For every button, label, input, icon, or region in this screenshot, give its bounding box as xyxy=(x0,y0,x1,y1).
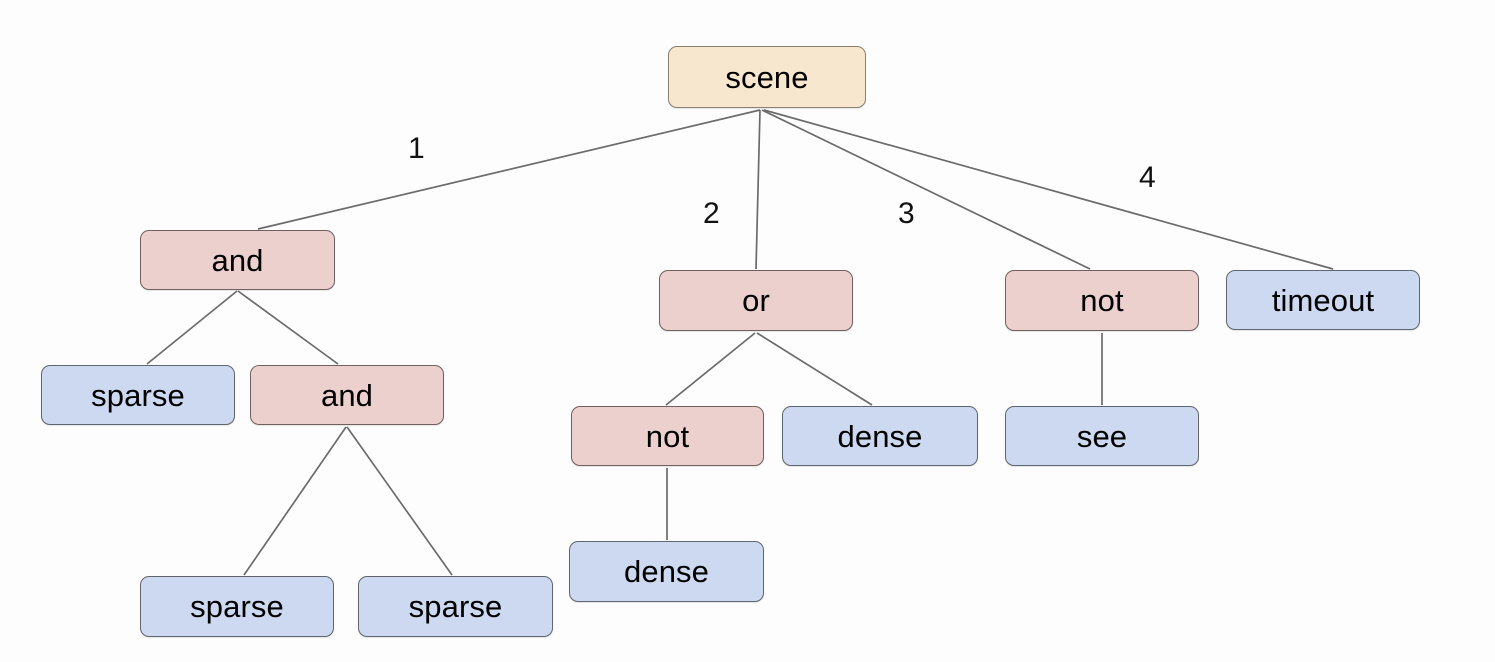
tree-node-timeout1[interactable]: timeout xyxy=(1226,270,1420,330)
tree-node-label: and xyxy=(211,242,264,278)
tree-node-sparse1[interactable]: sparse xyxy=(41,365,235,425)
tree-node-label: sparse xyxy=(190,589,284,624)
tree-node-and2[interactable]: and xyxy=(250,365,444,425)
tree-node-dense1[interactable]: dense xyxy=(569,541,764,602)
edge-label-3: 3 xyxy=(898,197,915,230)
tree-node-scene[interactable]: scene xyxy=(668,46,866,108)
tree-node-label: timeout xyxy=(1271,282,1375,318)
tree-edge-scene-to-timeout1 xyxy=(763,109,1334,270)
tree-node-sparse2[interactable]: sparse xyxy=(140,576,334,637)
tree-node-label: not xyxy=(645,418,690,454)
tree-edge-or1-to-dense2 xyxy=(756,332,873,406)
edge-label-2: 2 xyxy=(703,197,720,230)
tree-node-label: not xyxy=(1080,283,1124,318)
edge-label-1: 1 xyxy=(408,132,425,165)
tree-node-label: dense xyxy=(837,418,923,454)
tree-edge-and2-to-sparse3 xyxy=(346,426,453,576)
tree-edge-and1-to-sparse1 xyxy=(146,290,238,365)
tree-edge-scene-to-not2 xyxy=(761,109,1091,270)
tree-node-see1[interactable]: see xyxy=(1005,406,1199,466)
tree-node-label: or xyxy=(742,283,770,318)
tree-node-label: and xyxy=(320,377,374,413)
tree-node-label: sparse xyxy=(91,377,185,413)
tree-node-label: dense xyxy=(624,554,709,589)
tree-node-not1[interactable]: not xyxy=(571,406,764,466)
edge-label-4: 4 xyxy=(1139,161,1156,194)
tree-node-label: sparse xyxy=(408,589,503,624)
tree-node-sparse3[interactable]: sparse xyxy=(358,576,553,637)
tree-node-and1[interactable]: and xyxy=(140,230,335,290)
tree-edge-and2-to-sparse2 xyxy=(243,426,347,576)
tree-edge-scene-to-and1 xyxy=(257,109,761,230)
tree-edge-and1-to-and2 xyxy=(237,290,339,365)
tree-node-dense2[interactable]: dense xyxy=(782,406,978,466)
tree-edge-or1-to-not1 xyxy=(665,332,756,406)
tree-edge-scene-to-or1 xyxy=(755,109,761,270)
tree-node-not2[interactable]: not xyxy=(1005,270,1199,331)
tree-node-label: see xyxy=(1076,418,1128,454)
tree-node-label: scene xyxy=(725,59,809,95)
tree-node-or1[interactable]: or xyxy=(659,270,853,331)
